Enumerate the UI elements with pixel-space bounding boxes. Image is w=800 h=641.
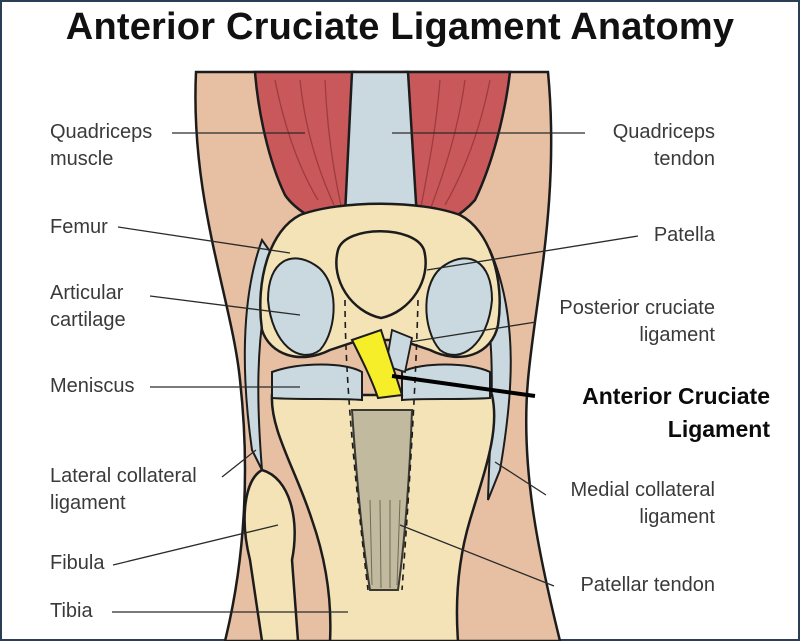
fibula-shape [243, 468, 300, 641]
label-patellar-tendon: Patellar tendon [580, 574, 715, 596]
patella-shape [335, 230, 427, 320]
dashed-tendon-outline [344, 299, 419, 591]
diagram-title: Anterior Cruciate Ligament Anatomy [65, 6, 735, 48]
label-lateral-collateral-ligament: Lateral collateral ligament [50, 465, 197, 514]
anterior-cruciate-ligament-shape [350, 328, 404, 400]
label-medial-collateral-ligament: Medial collateral ligament [570, 479, 715, 528]
patellar-tendon-shape [350, 409, 414, 591]
patellar-tendon-fibers [369, 499, 401, 589]
meniscus-left [271, 363, 363, 402]
acl-pointer-line [391, 374, 536, 398]
leader-lines [112, 132, 639, 613]
articular-cartilage-right [425, 257, 494, 356]
label-quadriceps-tendon: Quadriceps tendon [612, 121, 715, 170]
label-femur: Femur [50, 216, 108, 238]
label-fibula: Fibula [50, 552, 105, 574]
label-patella: Patella [653, 224, 715, 246]
label-tibia: Tibia [50, 600, 93, 622]
label-posterior-cruciate-ligament: Posterior cruciate ligament [559, 297, 715, 346]
muscle-striations [274, 79, 491, 213]
label-articular-cartilage: Articular cartilage [50, 282, 126, 331]
label-quadriceps-muscle: Quadriceps muscle [50, 121, 153, 170]
label-anterior-cruciate-ligament: Anterior Cruciate Ligament [582, 383, 770, 442]
label-meniscus: Meniscus [50, 375, 135, 397]
articular-cartilage-left [266, 257, 335, 356]
